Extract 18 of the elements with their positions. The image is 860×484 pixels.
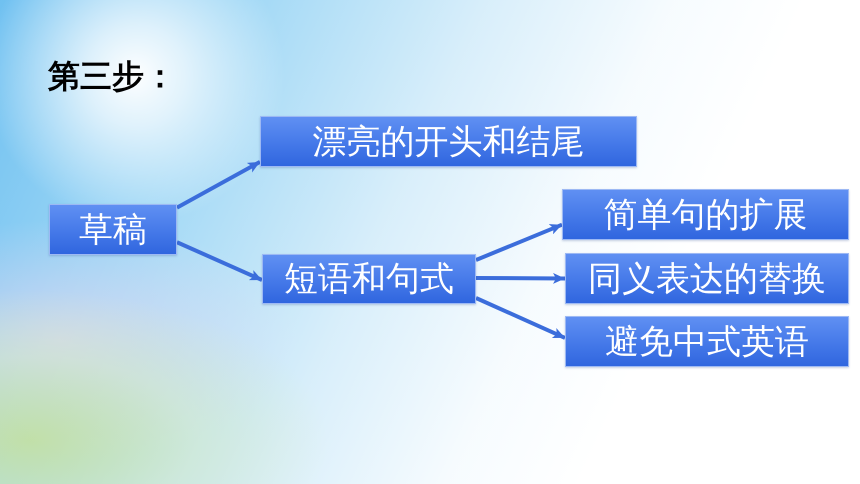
node-label: 草稿 xyxy=(79,210,147,250)
arrow xyxy=(176,240,263,282)
node-label: 同义表达的替换 xyxy=(588,258,826,298)
node-label: 漂亮的开头和结尾 xyxy=(312,122,584,162)
arrow xyxy=(475,296,566,340)
process-box xyxy=(565,316,849,367)
process-box xyxy=(49,204,177,255)
arrow xyxy=(176,160,261,210)
arrow xyxy=(476,272,566,284)
process-box xyxy=(262,254,476,304)
node-label: 简单句的扩展 xyxy=(604,194,808,234)
process-box xyxy=(260,116,637,167)
arrow xyxy=(475,222,563,262)
node-label: 避免中式英语 xyxy=(605,322,809,362)
process-box xyxy=(565,253,849,304)
slide-title: 第三步： xyxy=(48,57,176,96)
process-box xyxy=(562,189,849,240)
node-label: 短语和句式 xyxy=(284,259,454,299)
